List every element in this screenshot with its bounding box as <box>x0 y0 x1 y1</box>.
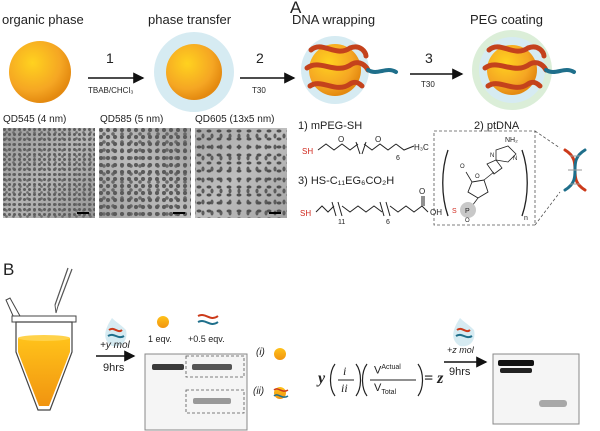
tube-icon <box>6 298 76 410</box>
gel-2-band-lane1 <box>498 360 534 366</box>
time-1-label: 9hrs <box>103 362 124 374</box>
equation-v-total: VTotal <box>374 382 396 396</box>
equation-i: i <box>343 364 346 379</box>
equation-paren-1-left <box>331 364 336 396</box>
band-ii-label: (ii) <box>253 386 264 397</box>
equation-result: = z <box>424 370 443 388</box>
equation-paren-2-left <box>363 364 368 396</box>
gel-2-band-lane2 <box>539 400 567 407</box>
gel-header-1: 1 eqv. <box>148 334 172 344</box>
equation-y: y <box>318 370 325 388</box>
dna-drop-icon-2 <box>453 318 474 346</box>
equation-actual: Actual <box>381 364 400 371</box>
add-y-label: +y mol <box>100 340 130 351</box>
gel-header-qd-icon <box>157 316 169 328</box>
band-i-label: (i) <box>256 347 265 358</box>
gel-1-band-lower <box>193 398 231 404</box>
gel-header-dna-icon <box>198 315 218 324</box>
band-ii-qd-dna-icon <box>274 387 288 399</box>
gel-2-band-lane1b <box>500 368 532 373</box>
equation-total: Total <box>381 389 396 396</box>
equation-paren-2-right <box>418 364 423 396</box>
equation-ii: ii <box>341 381 348 396</box>
add-z-label: +z mol <box>447 345 474 355</box>
time-2-label: 9hrs <box>449 366 470 378</box>
equation-paren-1-right <box>356 364 361 396</box>
gel-1-band-lane2 <box>192 364 232 370</box>
band-i-qd-icon <box>274 348 286 360</box>
gel-header-2: +0.5 eqv. <box>188 334 225 344</box>
gel-1-band-lane1 <box>152 364 184 370</box>
equation-v-actual: VActual <box>374 364 401 377</box>
